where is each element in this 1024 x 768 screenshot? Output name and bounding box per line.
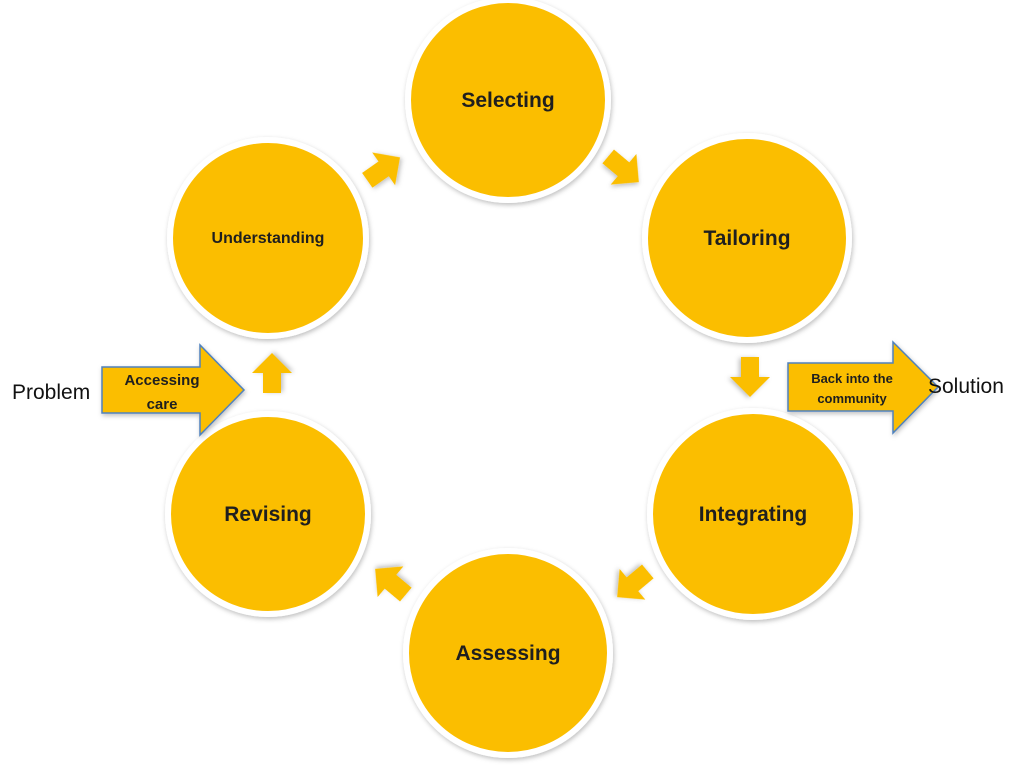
back-into-community-label-line1: Back into the bbox=[811, 371, 893, 386]
node-revising-circle bbox=[165, 411, 371, 617]
node-selecting-circle bbox=[405, 0, 611, 203]
node-tailoring: Tailoring bbox=[642, 133, 852, 343]
back-into-community-arrow-shape bbox=[787, 340, 940, 435]
connector-arrow-selecting-to-tailoring bbox=[602, 149, 639, 185]
back-into-community-arrow: Back into the community bbox=[787, 340, 940, 435]
problem-label: Problem bbox=[12, 381, 90, 404]
node-assessing: Assessing bbox=[403, 548, 613, 758]
back-into-community-label-line2: community bbox=[817, 391, 887, 406]
accessing-care-label-line1: Accessing bbox=[124, 372, 199, 389]
node-revising: Revising bbox=[165, 411, 371, 617]
node-understanding: Understanding bbox=[167, 137, 369, 339]
node-selecting-label: Selecting bbox=[461, 89, 554, 112]
solution-label: Solution bbox=[928, 375, 1004, 398]
node-integrating-label: Integrating bbox=[699, 503, 808, 526]
node-understanding-circle bbox=[167, 137, 369, 339]
connector-arrow-assessing-to-revising bbox=[375, 566, 412, 602]
node-understanding-label: Understanding bbox=[212, 230, 325, 247]
node-assessing-label: Assessing bbox=[455, 642, 560, 665]
node-integrating-circle bbox=[647, 408, 859, 620]
node-integrating: Integrating bbox=[647, 408, 859, 620]
connector-arrow-tailoring-to-integrating bbox=[730, 357, 770, 397]
accessing-care-label-line2: care bbox=[147, 396, 178, 413]
accessing-care-arrow-shape bbox=[101, 343, 246, 437]
node-tailoring-label: Tailoring bbox=[703, 227, 790, 250]
node-tailoring-circle bbox=[642, 133, 852, 343]
connector-arrow-understanding-to-selecting bbox=[362, 152, 401, 188]
node-revising-label: Revising bbox=[224, 503, 312, 526]
node-selecting: Selecting bbox=[405, 0, 611, 203]
node-assessing-circle bbox=[403, 548, 613, 758]
connector-arrow-integrating-to-assessing bbox=[617, 564, 654, 600]
connector-arrow-revising-to-understanding bbox=[252, 353, 292, 393]
accessing-care-arrow: Accessing care bbox=[101, 343, 246, 437]
